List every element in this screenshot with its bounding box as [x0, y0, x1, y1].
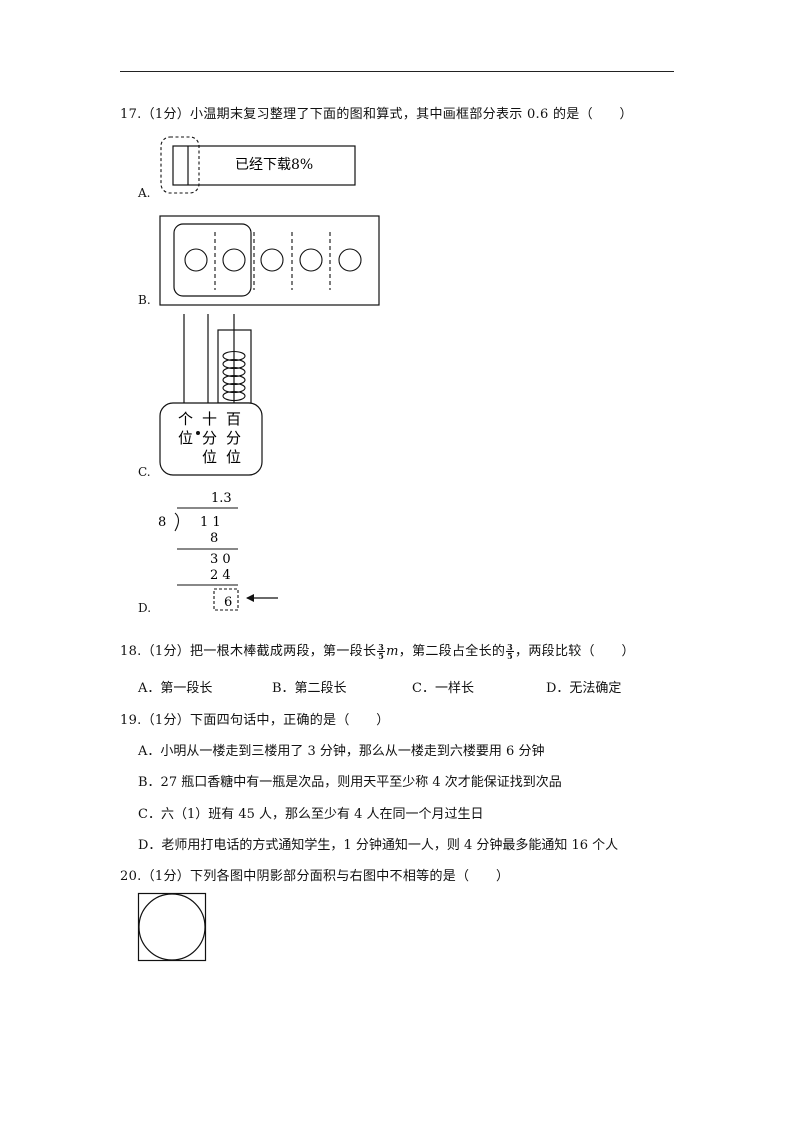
q18-option-a: A．第一段长 — [138, 681, 213, 696]
svg-text:8: 8 — [158, 515, 166, 530]
svg-text:百: 百 — [226, 410, 241, 428]
q17-option-c-label: C. — [138, 465, 151, 479]
q17-figure-a: 已经下载8% — [160, 136, 356, 194]
svg-text:分: 分 — [202, 429, 217, 447]
q17-option-b-label: B. — [138, 293, 151, 307]
q17-figure-d: 1.3 8 1 1 8 3 0 2 4 6 — [158, 491, 278, 611]
svg-text:十: 十 — [202, 410, 217, 428]
q17-text: 17.（1分）小温期末复习整理了下面的图和算式，其中画框部分表示 0.6 的是（… — [120, 107, 633, 122]
download-bar-text: 已经下载8% — [235, 157, 313, 173]
q17-figure-b — [159, 215, 380, 306]
q17-figure-c: 个 位 十 分 位 百 分 位 — [159, 314, 263, 476]
q19-option-a: A．小明从一楼走到三楼用了 3 分钟，那么从一楼走到六楼要用 6 分钟 — [138, 744, 545, 759]
q19-option-c: C．六（1）班有 45 人，那么至少有 4 人在同一个月过生日 — [138, 807, 484, 822]
q18-option-c: C．一样长 — [412, 681, 474, 696]
q20-reference-figure — [137, 892, 207, 962]
q17-option-d-label: D. — [138, 601, 152, 615]
svg-text:3 0: 3 0 — [210, 552, 231, 567]
top-rule — [120, 71, 674, 72]
q18-option-d: D．无法确定 — [546, 681, 622, 696]
q19-text: 19.（1分）下面四句话中，正确的是（ ） — [120, 713, 390, 728]
q17-option-a-label: A. — [138, 186, 151, 200]
svg-text:6: 6 — [224, 595, 232, 610]
svg-text:分: 分 — [226, 429, 241, 447]
q20-text: 20.（1分）下列各图中阴影部分面积与右图中不相等的是（ ） — [120, 869, 510, 884]
svg-text:位: 位 — [202, 448, 217, 466]
q18-option-b: B．第二段长 — [272, 681, 347, 696]
svg-text:位: 位 — [178, 429, 193, 447]
svg-text:2 4: 2 4 — [210, 568, 231, 583]
svg-text:8: 8 — [210, 531, 218, 546]
q19-option-b: B．27 瓶口香糖中有一瓶是次品，则用天平至少称 4 次才能保证找到次品 — [138, 775, 562, 790]
svg-text:1.3: 1.3 — [211, 491, 232, 506]
q19-option-d: D．老师用打电话的方式通知学生，1 分钟通知一人，则 4 分钟最多能通知 16 … — [138, 838, 619, 853]
svg-text:1 1: 1 1 — [200, 515, 221, 530]
svg-text:个: 个 — [178, 410, 193, 428]
svg-text:位: 位 — [226, 448, 241, 466]
